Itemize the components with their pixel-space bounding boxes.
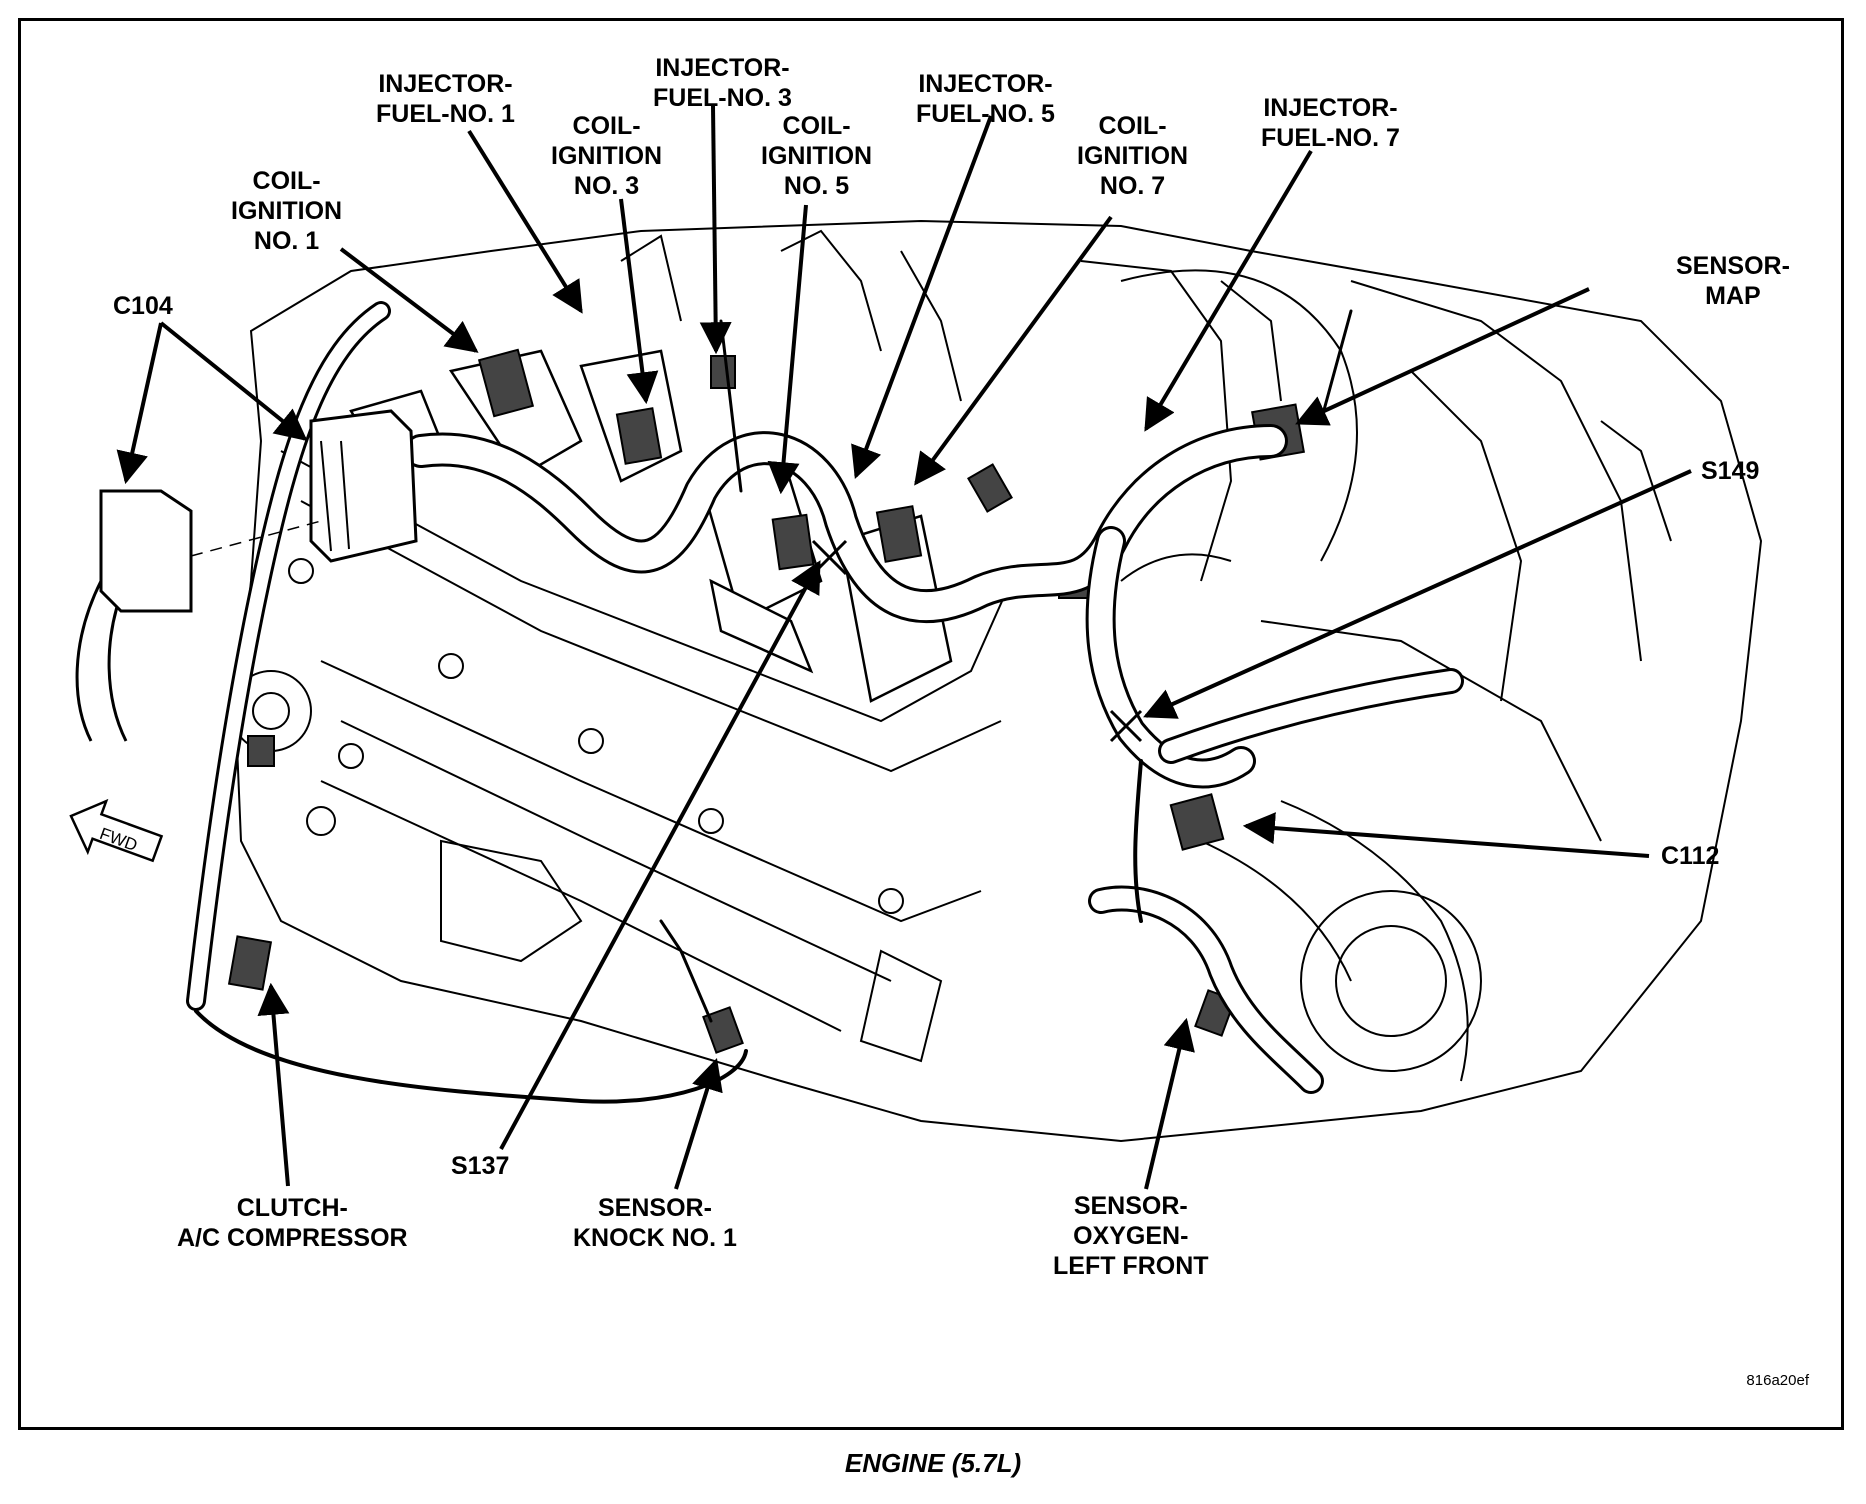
engine-block-drawing [230, 219, 1763, 1143]
label-s137: S137 [451, 1152, 510, 1180]
label-injector-fuel-no-7: INJECTOR-FUEL-NO. 7 [1261, 94, 1400, 152]
label-injector-fuel-no-5: INJECTOR-FUEL-NO. 5 [916, 70, 1055, 128]
label-c112: C112 [1661, 842, 1720, 870]
label-c104: C104 [113, 292, 173, 320]
leader-arrows [116, 105, 1692, 1190]
label-s149: S149 [1701, 457, 1760, 485]
fwd-arrow-icon [69, 798, 164, 863]
diagram-frame: INJECTOR-FUEL-NO. 1 INJECTOR-FUEL-NO. 3 … [18, 18, 1844, 1430]
engine-harness-illustration [69, 105, 1763, 1190]
coil-packs [349, 349, 953, 703]
label-sensor-oxygen-left-front: SENSOR-OXYGEN-LEFT FRONT [1053, 1192, 1209, 1280]
reference-code: 816a20ef [1746, 1372, 1809, 1389]
c104-connector [75, 409, 418, 742]
figure-caption: ENGINE (5.7L) [844, 1448, 1022, 1478]
label-injector-fuel-no-3: INJECTOR-FUEL-NO. 3 [653, 54, 792, 112]
label-clutch-ac-compressor: CLUTCH-A/C COMPRESSOR [177, 1194, 408, 1252]
label-injector-fuel-no-1: INJECTOR-FUEL-NO. 1 [376, 70, 515, 128]
label-sensor-map: SENSOR-MAP [1676, 252, 1790, 310]
label-sensor-knock-no-1: SENSOR-KNOCK NO. 1 [573, 1194, 737, 1252]
